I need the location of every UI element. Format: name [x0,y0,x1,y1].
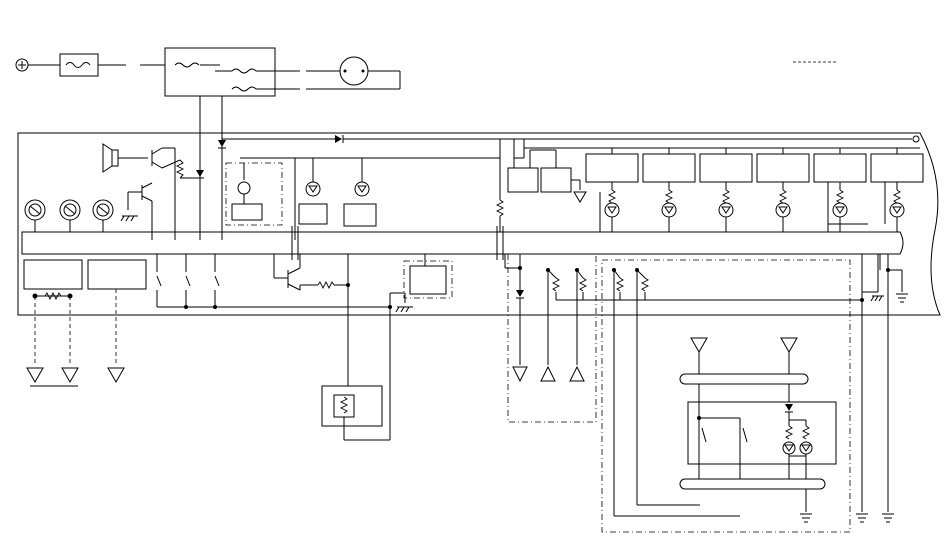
indicator-module-4 [756,148,810,232]
indicator-module [298,158,328,225]
led-icon [661,202,677,218]
resistor-icon [778,189,788,204]
resistor-icon [892,189,902,204]
led-icon [604,202,620,218]
ground-drops [860,254,903,512]
led-icon [832,202,848,218]
resistor-icon [317,280,335,290]
switch-group [156,254,390,309]
connector-triangle-icon [780,337,798,374]
connector-bar [679,373,809,385]
lower-module [23,259,147,387]
transistor-icon [130,147,176,240]
switch-icon [156,254,162,307]
led-icon [718,202,734,218]
fuse-icon [59,53,99,77]
indicator-module-6 [870,148,924,232]
resistor-icon [495,199,505,217]
diode-icon [335,135,344,143]
transistor-icon [273,254,301,291]
indicator-module-2 [642,148,696,232]
battery-positive-icon [15,58,29,72]
resistor-icon [664,189,674,204]
module-dashed [403,260,453,299]
indicator-module [343,158,377,227]
diode-icon [516,290,524,299]
resistor-icon [339,396,349,414]
resistor-icon [607,189,617,204]
lamp-icon [306,56,401,90]
right-feed [495,139,920,232]
resistor-icon [578,277,588,292]
diode-icon [196,170,204,179]
resistor-icon [175,159,185,179]
indicator-module-5 [813,148,867,232]
harness-dashed-right [601,259,851,533]
resistor-icon [615,277,625,292]
ground-icon [882,513,894,523]
switch-icon [701,427,748,443]
led-icon [775,202,791,218]
ground-icon [395,306,413,313]
instrument-panel-outline [17,132,941,316]
switch-led-module [687,384,837,479]
resistor-icon [721,189,731,204]
connector-bar [679,478,826,490]
relay-icon [321,385,390,441]
resistor-icon [784,425,794,440]
led-icon [889,202,905,218]
ground-icon [120,215,138,222]
led-icon [354,181,370,197]
ground-icon [856,513,868,523]
gauge-icon [59,199,81,232]
gauge-icon [24,199,46,232]
indicator-module-3 [699,148,753,232]
switch-icon [214,254,220,307]
transistor-icon [128,182,153,240]
resistor-icon [640,277,650,292]
resistor-icon [44,291,62,301]
relay-icon [164,47,300,97]
diode-icon [218,140,226,149]
feed-lines [196,96,920,240]
indicator-module-dashed [225,162,283,226]
harness-dashed-left [504,254,862,423]
ground-icon [896,293,908,303]
main-connector-bar [21,226,904,260]
ground-icon [870,295,884,302]
led-icon [305,181,321,197]
horn-icon [102,143,130,173]
power-supply-section [15,47,838,97]
indicator-module-1 [585,148,639,232]
resistor-icon [551,277,561,292]
resistor-icon [835,189,845,204]
connector-triangle-icon [690,337,708,374]
gauge-icon [92,199,114,232]
resistor-icon [801,425,811,440]
ground-icon [800,513,812,523]
switch-icon [185,254,191,307]
